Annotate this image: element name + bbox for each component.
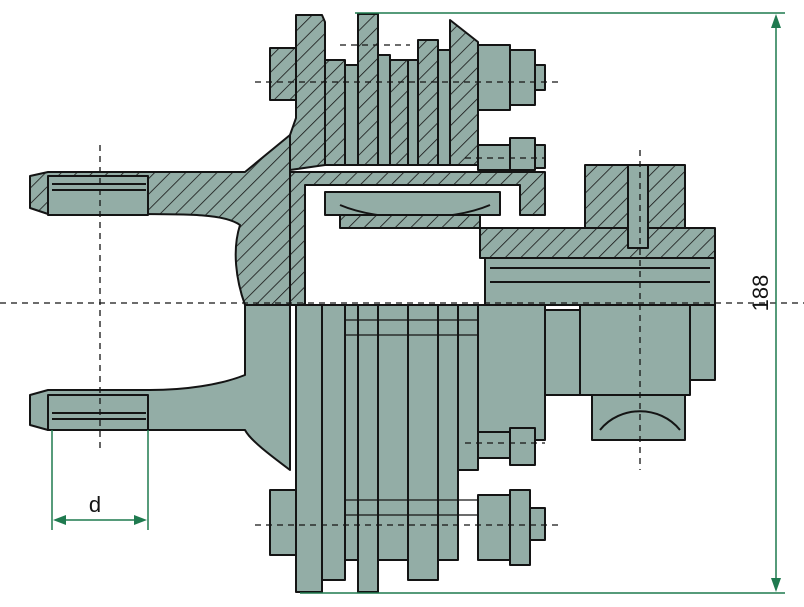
bolt-upper-inner (477, 137, 546, 171)
friction-disc-pack-lower (321, 304, 479, 593)
hub-flange-lower (269, 304, 323, 593)
yoke-lower-half (29, 304, 291, 471)
dimension-bore: d (51, 430, 149, 530)
pressure-housing-lower (477, 304, 716, 441)
friction-disc-pack-upper (324, 13, 479, 166)
bolt-upper-outer (477, 44, 546, 111)
bolt-lower-outer (477, 489, 546, 566)
yoke-upper-half (29, 134, 291, 306)
centerlines (0, 44, 804, 526)
dimension-height: 188 (300, 12, 785, 594)
hub-flange-upper (269, 14, 326, 171)
height-dimension-label: 188 (748, 275, 773, 312)
bore-dimension-label: d (89, 492, 101, 517)
bolt-lower-inner (477, 427, 536, 466)
